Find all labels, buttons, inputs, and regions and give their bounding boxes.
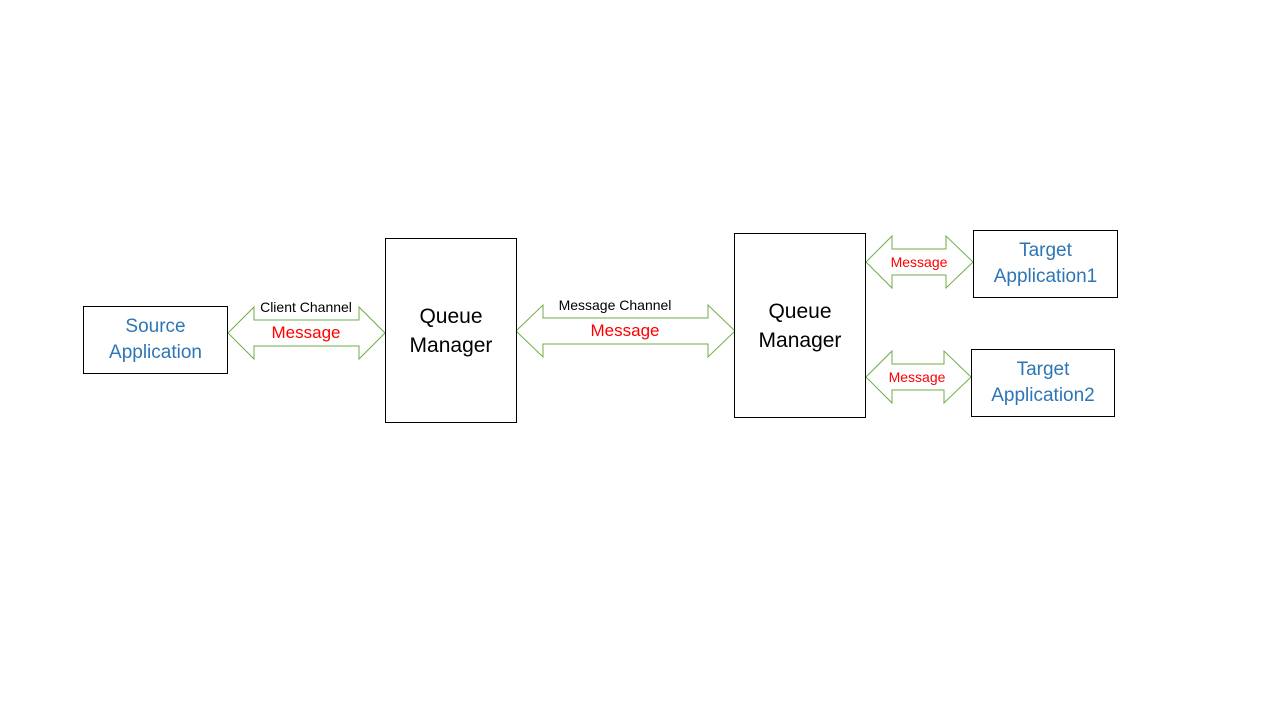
target-application-2-box: Target Application2 (971, 349, 1115, 417)
source-application-box: Source Application (83, 306, 228, 374)
source-application-line2: Application (109, 342, 202, 363)
target-application-1-line1: Target (1019, 240, 1072, 261)
message-channel-label: Message Channel (558, 297, 672, 313)
target2-message-label: Message (888, 369, 946, 385)
message-channel-message-label: Message (590, 321, 660, 340)
target1-message-label: Message (890, 254, 948, 270)
target-application-2-line2: Application2 (991, 385, 1095, 406)
target-application-1-box: Target Application1 (973, 230, 1118, 298)
queue-manager-2-line1: Queue (768, 299, 832, 323)
client-channel-label: Client Channel (260, 299, 352, 315)
queue-manager-2-line2: Manager (758, 328, 842, 352)
client-channel-message-label: Message (271, 323, 341, 342)
queue-manager-2-box: Queue Manager (734, 233, 866, 418)
target-application-1-line2: Application1 (993, 266, 1098, 287)
queue-manager-1-line1: Queue (419, 304, 483, 328)
queue-manager-1-line2: Manager (409, 333, 493, 357)
queue-manager-1-box: Queue Manager (385, 238, 517, 423)
target-application-2-line1: Target (1016, 359, 1070, 380)
source-application-line1: Source (125, 316, 186, 337)
